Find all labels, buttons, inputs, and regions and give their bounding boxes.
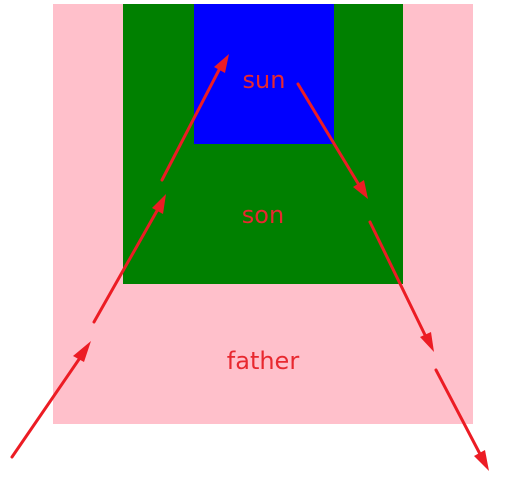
sun-label: sun [242, 66, 286, 94]
arrow-father-up [10, 341, 91, 459]
father-label: father [226, 347, 300, 375]
arrow-father-down [434, 368, 489, 471]
arrow-sun-down [296, 82, 368, 199]
son-label: son [241, 201, 285, 229]
arrow-son-up [92, 194, 166, 324]
arrow-sun-up [160, 54, 229, 182]
arrow-son-down [368, 220, 434, 352]
